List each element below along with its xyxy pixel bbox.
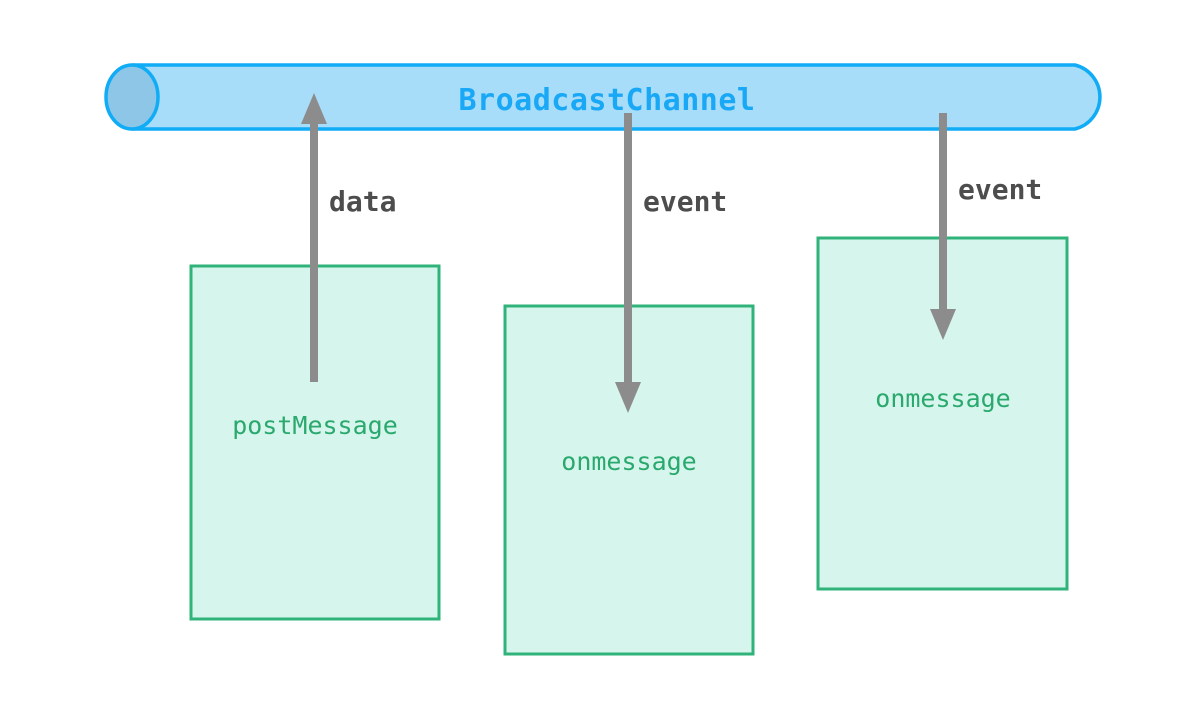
edge-event-2-arrowhead-down [930,309,956,340]
edge-event-2[interactable] [930,113,956,340]
edge-data-arrowhead-up [301,93,327,124]
edge-event-1-arrowhead-down [615,382,641,413]
node-onmessage-1-label: onmessage [561,447,696,476]
node-postmessage-label: postMessage [232,411,398,440]
edge-event-1[interactable] [615,113,641,413]
edge-event-2-label: event [958,173,1042,206]
edge-data[interactable] [301,93,327,382]
node-onmessage-2-label: onmessage [875,384,1010,413]
edge-data-label: data [329,185,396,218]
channel-pipe-cap [104,63,160,131]
edge-event-1-label: event [643,185,727,218]
channel-title: BroadcastChannel [459,83,756,118]
node-onmessage-1[interactable]: onmessage [503,304,755,656]
